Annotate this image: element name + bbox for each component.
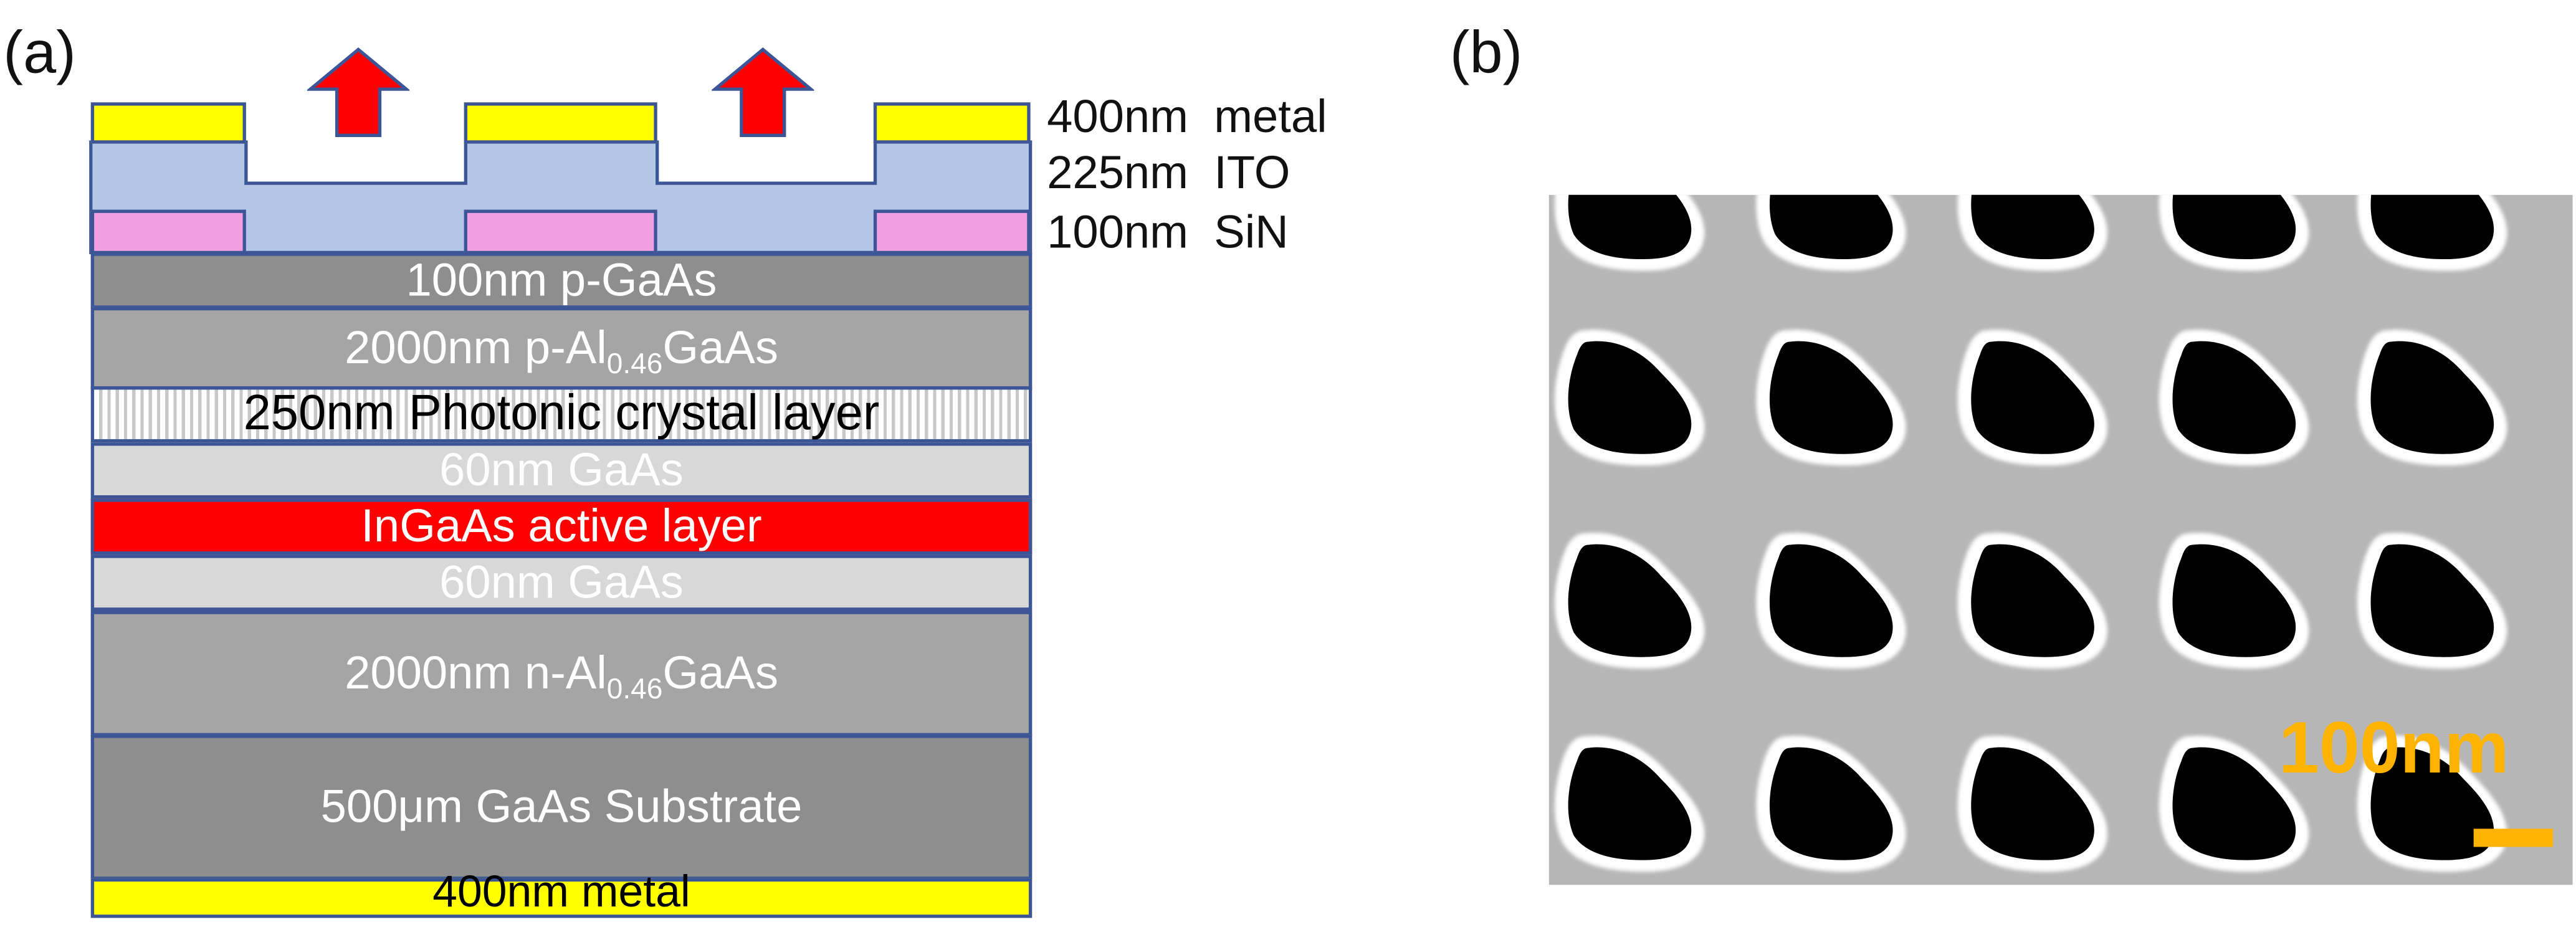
top-metal-pad-1: [90, 102, 246, 144]
sem-image: [1548, 194, 2573, 885]
emission-arrow-left-icon: [307, 47, 410, 137]
layer-p-algaas-label: 2000nm p-Al0.46GaAs: [345, 321, 778, 380]
top-metal-pad-2: [464, 102, 657, 144]
scale-bar-label: 100nm: [2279, 708, 2509, 789]
label-top-metal: 400nm metal: [1047, 90, 1327, 142]
sin-pad-2: [464, 209, 657, 255]
label-sin: 100nm SiN: [1047, 206, 1289, 258]
scale-bar: [2473, 829, 2553, 847]
layer-p-gaas-label: 100nm p-GaAs: [406, 254, 717, 306]
panel-b-label: (b): [1449, 18, 1523, 86]
layer-p-gaas: 100nm p-GaAs: [90, 252, 1033, 309]
layer-bottom-metal-label: 400nm metal: [432, 867, 690, 916]
sin-pad-3: [873, 209, 1031, 255]
layer-n-algaas-label: 2000nm n-Al0.46GaAs: [345, 647, 778, 705]
layer-gaas-upper-label: 60nm GaAs: [439, 444, 684, 495]
layer-ingaas-active-label: InGaAs active layer: [361, 500, 762, 552]
layer-bottom-metal: 400nm metal: [90, 869, 1033, 918]
layer-photonic-crystal: 250nm Photonic crystal layer: [90, 386, 1033, 443]
layer-gaas-substrate-label: 500μm GaAs Substrate: [320, 781, 803, 832]
layer-p-algaas: 2000nm p-Al0.46GaAs: [90, 307, 1033, 390]
emission-arrow-right-icon: [712, 47, 814, 137]
top-metal-pad-3: [873, 102, 1031, 144]
panel-a-label: (a): [3, 18, 76, 86]
layer-ingaas-active: InGaAs active layer: [90, 498, 1033, 555]
layer-n-algaas: 2000nm n-Al0.46GaAs: [90, 611, 1033, 736]
layer-photonic-crystal-label: 250nm Photonic crystal layer: [243, 386, 880, 441]
layer-gaas-substrate: 500μm GaAs Substrate: [90, 735, 1033, 880]
layer-gaas-lower-label: 60nm GaAs: [439, 556, 684, 608]
sin-pad-1: [90, 209, 246, 255]
layer-gaas-lower: 60nm GaAs: [90, 554, 1033, 611]
label-ito: 225nm ITO: [1047, 146, 1290, 198]
layer-gaas-upper: 60nm GaAs: [90, 442, 1033, 499]
